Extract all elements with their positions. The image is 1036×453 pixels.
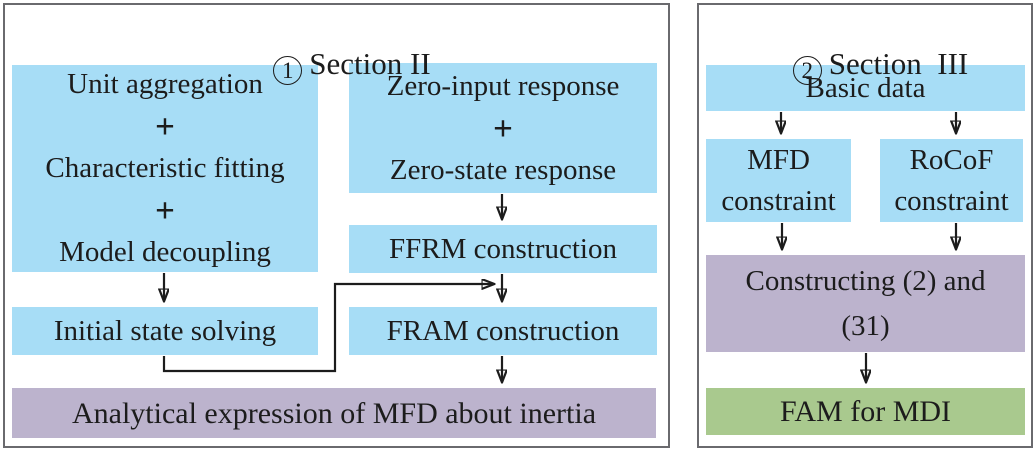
ffrm-construction-box: FFRM construction bbox=[349, 225, 657, 273]
unit-aggregation-box: Unit aggregation + Characteristic fittin… bbox=[12, 65, 318, 272]
box-line: Zero-input response bbox=[386, 69, 620, 102]
circled-number-1-icon: 1 bbox=[273, 56, 303, 85]
plus-sign: + bbox=[493, 108, 513, 148]
box-line: Zero-state response bbox=[389, 153, 617, 186]
initial-state-solving-box: Initial state solving bbox=[12, 307, 318, 355]
box-line: FFRM construction bbox=[389, 232, 617, 265]
rocof-constraint-box: RoCoF constraint bbox=[880, 139, 1023, 222]
zero-response-box: Zero-input response + Zero-state respons… bbox=[349, 63, 657, 193]
box-line: Unit aggregation bbox=[67, 68, 263, 100]
mfd-constraint-box: MFD constraint bbox=[706, 139, 851, 222]
box-line: constraint bbox=[721, 184, 836, 217]
fram-construction-box: FRAM construction bbox=[349, 307, 657, 355]
plus-sign: + bbox=[155, 191, 175, 230]
box-line: constraint bbox=[894, 184, 1009, 217]
section-3-title-label: Section III bbox=[828, 46, 969, 81]
plus-sign: + bbox=[155, 107, 175, 146]
section-2-title-label: Section II bbox=[309, 46, 431, 81]
constructing-equations-box: Constructing (2) and (31) bbox=[706, 255, 1025, 352]
box-line: FRAM construction bbox=[386, 314, 620, 347]
fam-for-mdi-box: FAM for MDI bbox=[706, 388, 1025, 435]
box-line: Analytical expression of MFD about inert… bbox=[71, 396, 597, 430]
box-line: Characteristic fitting bbox=[45, 152, 285, 184]
circled-number-2-icon: 2 bbox=[792, 56, 822, 85]
box-line: Constructing (2) and bbox=[745, 264, 986, 297]
box-line: Basic data bbox=[805, 71, 926, 104]
box-line: RoCoF bbox=[909, 143, 994, 176]
box-line: MFD bbox=[747, 143, 810, 176]
box-line: (31) bbox=[841, 309, 890, 342]
box-line: Model decoupling bbox=[59, 236, 271, 268]
box-line: FAM for MDI bbox=[779, 395, 952, 428]
analytical-expression-box: Analytical expression of MFD about inert… bbox=[12, 388, 656, 438]
basic-data-box: Basic data bbox=[706, 65, 1025, 111]
box-line: Initial state solving bbox=[53, 314, 277, 347]
